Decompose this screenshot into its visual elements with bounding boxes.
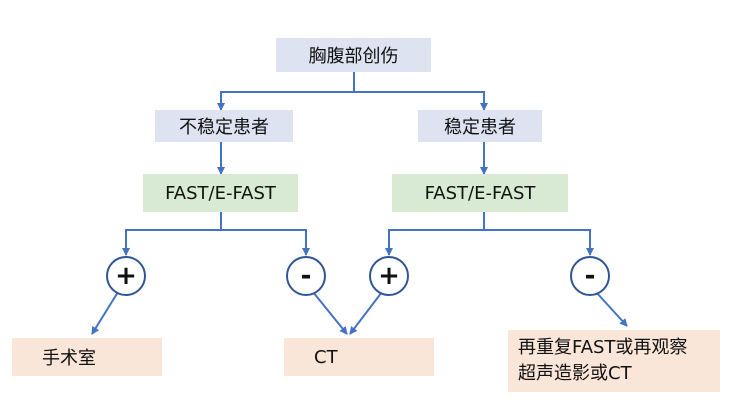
- connector-fast-right-to-minus: [484, 229, 594, 256]
- unstable-patient-node: 不稳定患者: [155, 110, 293, 142]
- repeat-fast-node: 再重复FAST或再观察 超声造影或CT: [508, 330, 720, 392]
- positive-sign-left: +: [106, 256, 146, 296]
- fast-left-node: FAST/E-FAST: [143, 174, 298, 212]
- connector-plus-left-to-surgery: [91, 291, 119, 335]
- surgery-label: 手术室: [42, 348, 96, 369]
- connector-root-to-unstable: [217, 72, 355, 111]
- repeat-fast-line1: 再重复FAST或再观察: [518, 337, 688, 358]
- negative-sign-right: -: [570, 256, 610, 296]
- positive-sign-right-symbol: +: [378, 261, 400, 291]
- fast-right-label: FAST/E-FAST: [424, 182, 536, 204]
- positive-sign-right: +: [369, 256, 409, 296]
- ct-node: CT: [284, 338, 434, 376]
- fast-right-node: FAST/E-FAST: [392, 174, 568, 212]
- connector-root-to-stable: [354, 91, 488, 111]
- unstable-patient-label: 不稳定患者: [179, 117, 269, 138]
- connector-minus-right-to-repeat: [595, 291, 628, 327]
- negative-sign-right-symbol: -: [584, 261, 596, 291]
- root-node: 胸腹部创伤: [276, 38, 431, 72]
- surgery-node: 手术室: [12, 338, 162, 376]
- connector-minus-left-to-ct: [312, 291, 348, 335]
- repeat-fast-line2: 超声造影或CT: [518, 363, 632, 384]
- connector-plus-right-to-ct: [349, 291, 383, 335]
- connector-fast-right-to-plus: [385, 212, 485, 256]
- negative-sign-left: -: [286, 256, 326, 296]
- connector-fast-left-to-plus: [122, 212, 222, 256]
- ct-label: CT: [314, 346, 338, 368]
- root-node-label: 胸腹部创伤: [308, 46, 399, 67]
- connector-fast-left-to-minus: [221, 229, 310, 256]
- positive-sign-left-symbol: +: [115, 261, 137, 291]
- fast-left-label: FAST/E-FAST: [165, 182, 276, 204]
- stable-patient-node: 稳定患者: [418, 110, 542, 142]
- stable-patient-label: 稳定患者: [444, 117, 516, 138]
- negative-sign-left-symbol: -: [300, 261, 312, 291]
